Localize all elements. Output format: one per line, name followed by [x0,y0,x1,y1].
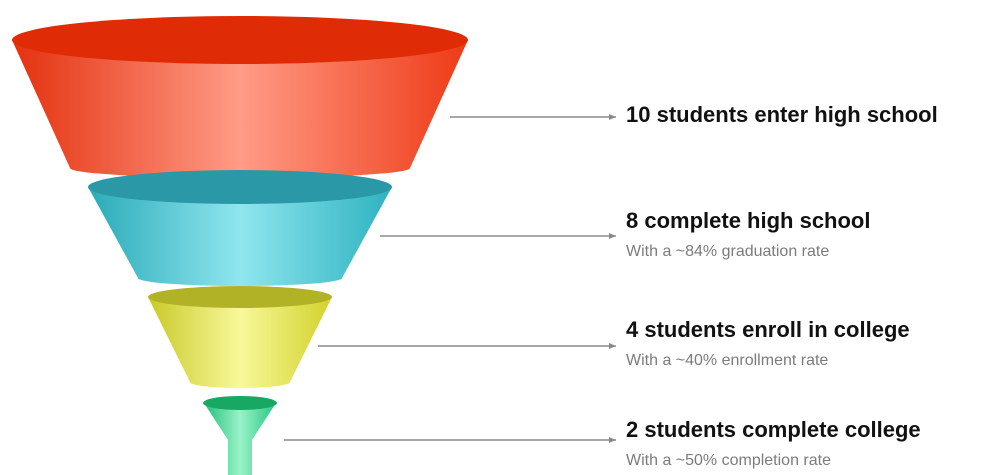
funnel-stage-0-rim [12,16,468,64]
funnel-stage-0-body [12,40,468,178]
funnel-stage-3 [203,396,277,475]
stage-label-3: 2 students complete college With a ~50% … [626,417,921,471]
stage-title: 10 students enter high school [626,102,938,127]
funnel-stage-1-rim [88,170,392,204]
funnel-stage-2 [148,286,332,388]
stage-title: 4 students enroll in college [626,317,910,342]
stage-title: 2 students complete college [626,417,921,442]
stage-title: 8 complete high school [626,208,871,233]
funnel-stage-2-rim [148,286,332,308]
funnel-stage-1 [88,170,392,286]
funnel-stage-2-body [148,297,332,388]
stage-subtitle: With a ~50% completion rate [626,452,831,469]
stage-label-0: 10 students enter high school [626,102,938,128]
stage-subtitle: With a ~40% enrollment rate [626,352,829,369]
stage-label-1: 8 complete high school With a ~84% gradu… [626,208,870,262]
stage-subtitle: With a ~84% graduation rate [626,243,830,260]
funnel-stage-0 [12,16,468,178]
funnel-stage-1-body [88,187,392,286]
stage-label-2: 4 students enroll in college With a ~40%… [626,317,910,371]
funnel-stage-3-body [204,403,276,475]
funnel-stage-3-rim [203,396,277,410]
